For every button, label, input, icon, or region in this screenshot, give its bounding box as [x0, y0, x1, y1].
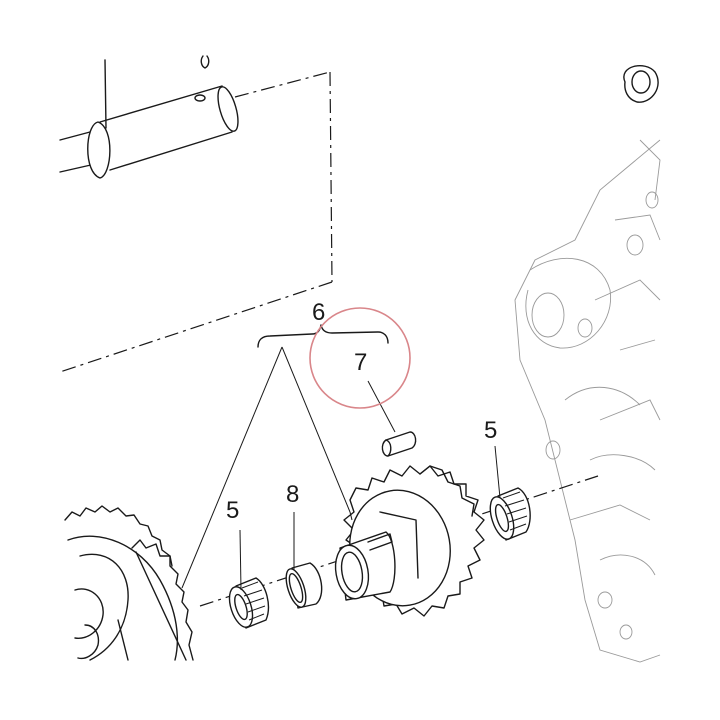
- shaft: [59, 55, 239, 179]
- leader-line-part-5-left: [239, 529, 242, 591]
- needle-bearing-right: [489, 487, 531, 541]
- large-gear: [64, 505, 194, 661]
- ring-collar: [285, 562, 323, 609]
- leader-line-part-5-right: [494, 445, 501, 499]
- callout-part-7: 7: [354, 349, 367, 376]
- gearbox-housing: [514, 64, 661, 663]
- callout-group-6: 6: [312, 299, 325, 326]
- leader-line-part-6-to-sprocket: [349, 511, 353, 521]
- assembly-boundary-dashed: [59, 71, 333, 373]
- sprocket-gear: [334, 465, 485, 617]
- highlight-circle: [309, 307, 411, 409]
- callout-part-5-right: 5: [484, 417, 497, 444]
- callout-part-8: 8: [286, 481, 299, 508]
- leader-lines-group-6: [181, 324, 389, 589]
- callout-part-5-left: 5: [226, 497, 239, 524]
- key: [381, 431, 417, 457]
- needle-bearing-left: [228, 577, 270, 629]
- leader-line-part-7: [367, 380, 396, 433]
